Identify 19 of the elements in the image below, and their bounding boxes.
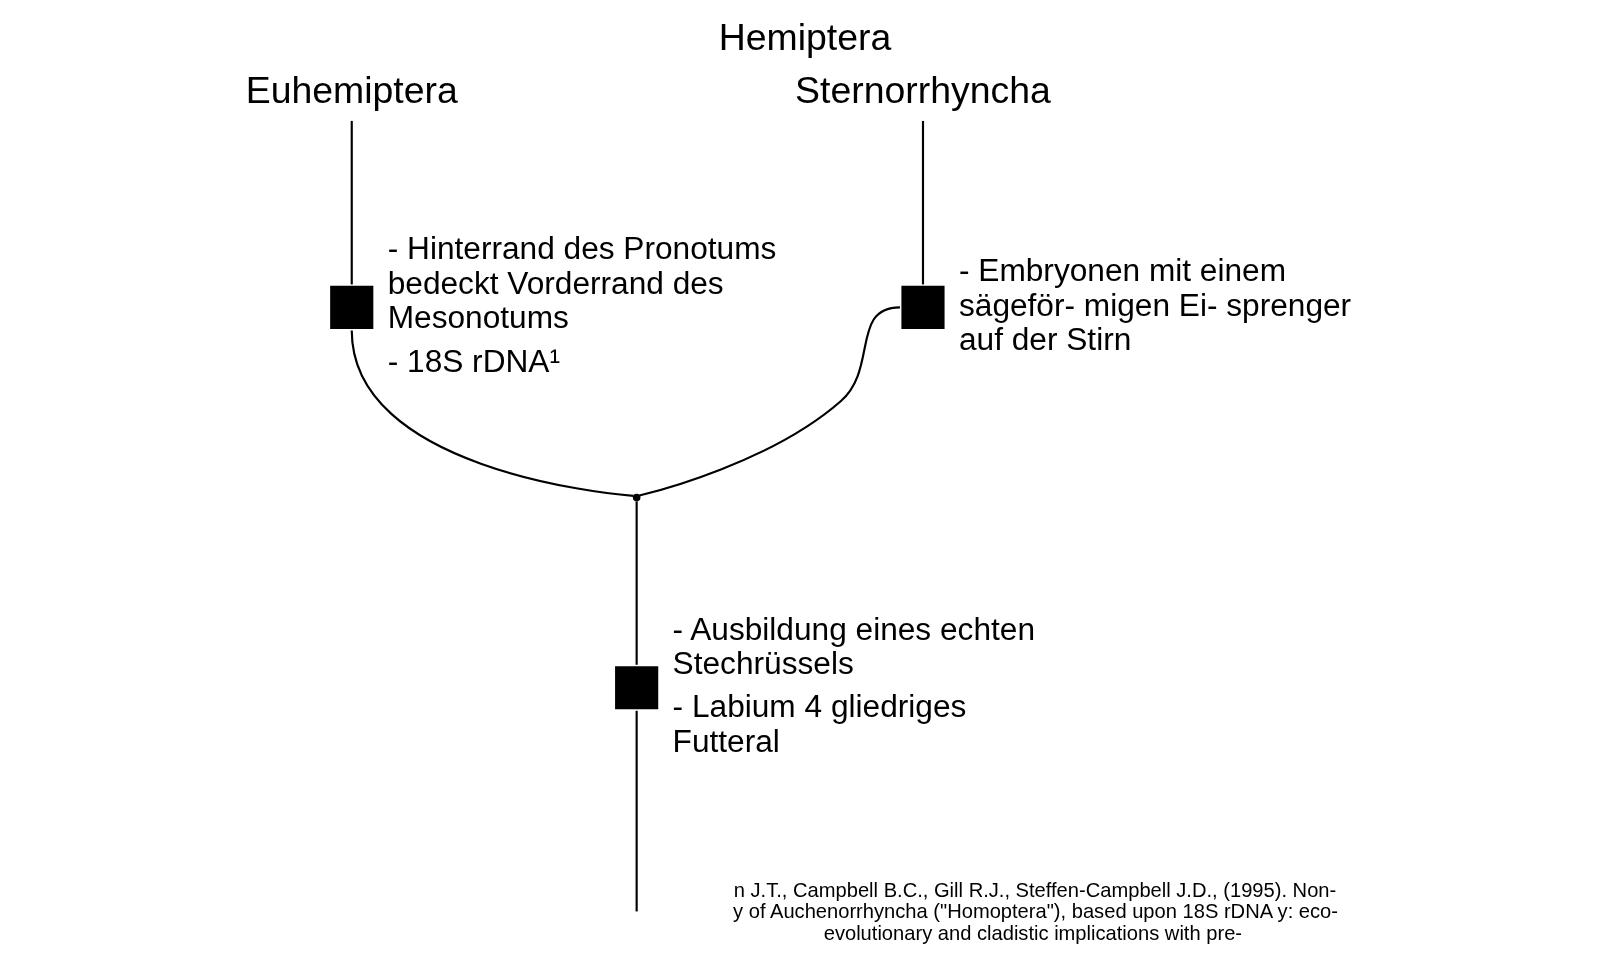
node-label: - Labium 4 gliedriges Futteral <box>672 688 967 759</box>
node-label: - Embryonen mit einem sägeför- migen Ei- sprenger auf der Stirn <box>958 251 1352 358</box>
label: n J.T., Campbell B.C., Gill R.J., Steffen-Campbell J.D., (1995). Non- y of Auchenorrhyncha ("Homoptera"), based upon 18S rDNA y: eco-evolutionary and cladistic implications with pre- <box>733 878 1338 944</box>
node-label: - Hinterrand des Pronotums bedeckt Vorderrand des Mesonotums <box>387 230 777 336</box>
connector <box>635 501 638 665</box>
connector <box>350 120 353 285</box>
node-text: Euhemiptera <box>245 68 458 111</box>
connector <box>921 120 925 285</box>
diagram-title: Hemiptera <box>718 15 892 58</box>
connector <box>639 306 901 497</box>
node-point <box>632 493 641 502</box>
node-box <box>901 285 945 330</box>
node-label: - Ausbildung eines echten Stechrüssels <box>672 610 1035 682</box>
node-text: Sternorrhyncha <box>795 68 1051 111</box>
node-box <box>330 285 374 330</box>
node-label: - 18S rDNA¹ <box>387 342 561 379</box>
node-box <box>615 666 659 710</box>
connector <box>635 710 638 912</box>
connector <box>350 330 634 497</box>
